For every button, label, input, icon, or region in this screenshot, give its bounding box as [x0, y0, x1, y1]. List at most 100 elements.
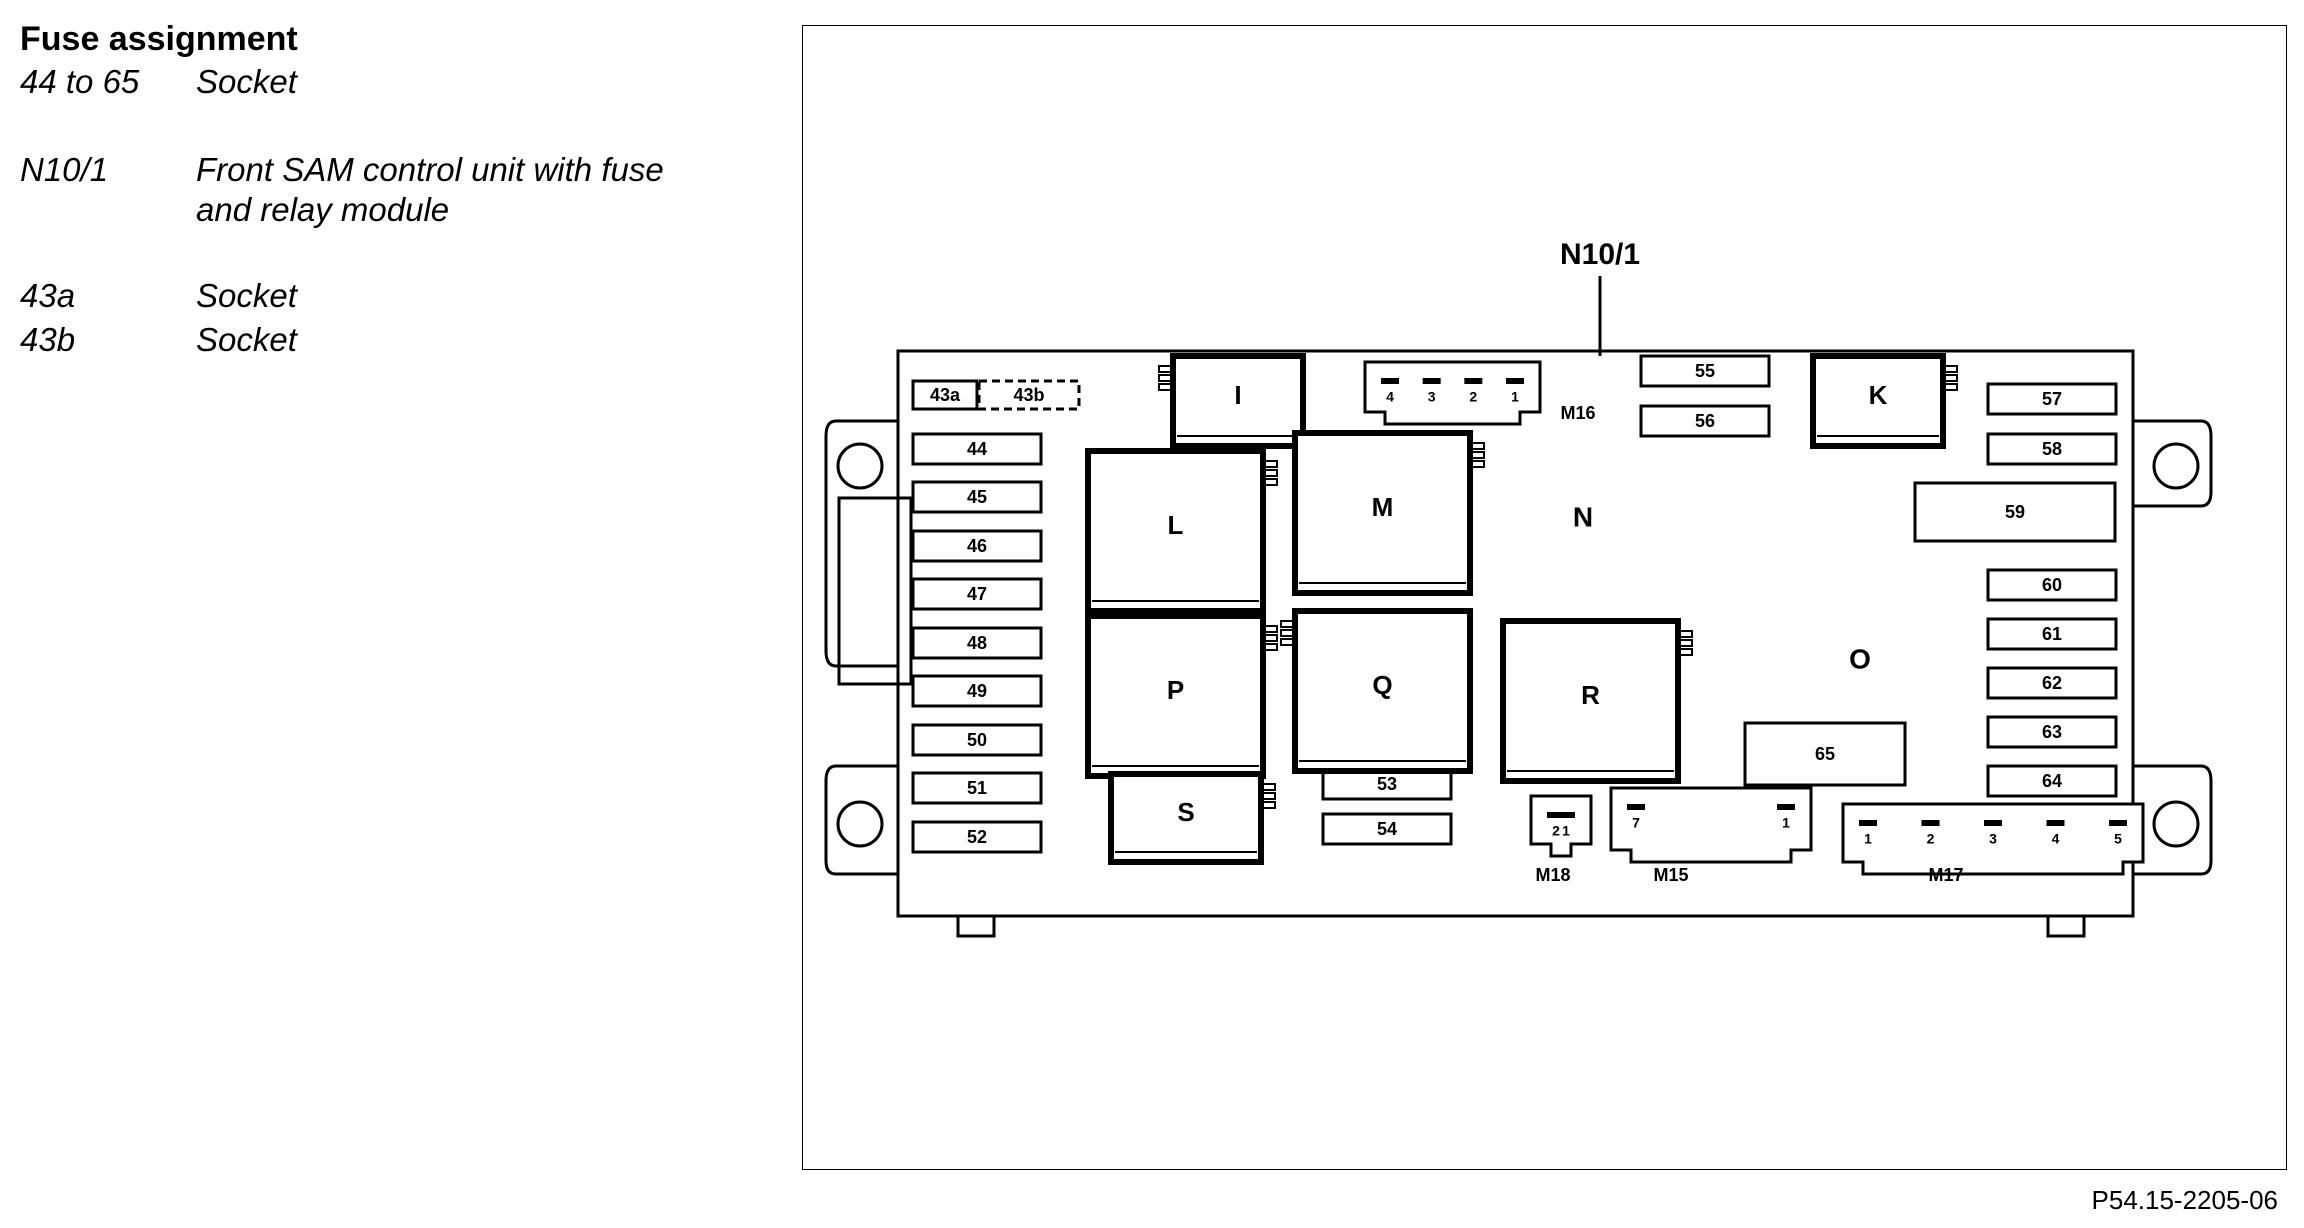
fuse-45: 45 [911, 480, 1043, 514]
legend-title: Fuse assignment [20, 20, 298, 58]
relay-pin [1264, 460, 1278, 468]
relay-pin [1264, 469, 1278, 477]
connector-pin [1464, 378, 1483, 384]
connector-pin-label: 5 [2114, 831, 2122, 847]
relay-label: K [1869, 380, 1888, 410]
fuse-43b: 43b [977, 379, 1081, 411]
fuse-outline [911, 674, 1043, 708]
connector-pin [1921, 820, 1940, 826]
relay-I: I [1158, 353, 1306, 449]
fuse-label: 60 [2042, 575, 2062, 595]
relay-pin [1158, 365, 1172, 373]
fuse-label: 43a [930, 385, 961, 405]
fuse-outline [1986, 666, 2118, 700]
legend-code: N10/1 [20, 151, 109, 188]
fuse-47: 47 [911, 577, 1043, 611]
connector-pin-label: 2 [1927, 831, 1935, 847]
relay-pin [1264, 478, 1278, 486]
fuse-outline [1743, 721, 1907, 787]
fuse-outline [1986, 715, 2118, 749]
fuse-outline [1986, 617, 2118, 651]
relay-pin [1264, 634, 1278, 642]
side-window [837, 496, 913, 686]
legend-code: 43b [20, 321, 76, 358]
unit-label: N10/1 [1560, 238, 1640, 271]
fuse-outline [1913, 481, 2117, 543]
connector-name: M18 [1535, 865, 1570, 885]
connector-pin-label: 4 [2052, 831, 2060, 847]
relay-pin [1280, 638, 1294, 646]
fuse-49: 49 [911, 674, 1043, 708]
relay-pin [1264, 643, 1278, 651]
fuse-label: 59 [2005, 502, 2025, 522]
relay-pin [1262, 801, 1276, 809]
connector-pin [1381, 378, 1399, 384]
fuse-62: 62 [1986, 666, 2118, 700]
fuse-46: 46 [911, 529, 1043, 563]
fuse-label: 47 [967, 584, 987, 604]
right-mounting-flange [2133, 419, 2213, 508]
fuse-outline [911, 379, 979, 411]
fuse-outline [977, 379, 1081, 411]
connector-pin-label: 2 [1469, 389, 1477, 405]
relay-pin [1158, 383, 1172, 391]
legend-desc: Socket [196, 321, 297, 358]
fuse-label: 64 [2042, 771, 2062, 791]
connector-pin [1859, 820, 1877, 826]
connector-pin-label: 2 [1552, 823, 1560, 839]
housing-foot [2046, 914, 2086, 938]
connector-pin-label: 1 [1864, 831, 1872, 847]
connector-pin [1422, 378, 1441, 384]
relay-L: L [1085, 448, 1278, 614]
connector-pin [1777, 804, 1795, 810]
relay-label: Q [1372, 670, 1392, 700]
fuse-55: 55 [1639, 354, 1771, 388]
fuse-60: 60 [1986, 568, 2118, 602]
connector-housing [1609, 786, 1813, 864]
relay-body [1500, 618, 1681, 784]
relay-pin [1944, 374, 1958, 382]
fuse-outline [1986, 432, 2118, 466]
zone-label-o: O [1849, 643, 1871, 674]
relay-body [1292, 430, 1473, 596]
fuse-label: 62 [2042, 673, 2062, 693]
fuse-57: 57 [1986, 382, 2118, 416]
relay-pin [1679, 639, 1693, 647]
relay-pin [1262, 792, 1276, 800]
connector-name: M17 [1928, 865, 1963, 885]
left-mounting-flange [824, 419, 898, 668]
fuse-outline [1321, 812, 1453, 846]
relay-label: R [1581, 680, 1600, 710]
relay-body [1170, 353, 1306, 449]
fuse-label: 53 [1377, 774, 1397, 794]
relay-body [1085, 448, 1266, 614]
connector-pin-label: 1 [1782, 815, 1790, 831]
fuse-outline [911, 626, 1043, 660]
left-mounting-flange [824, 764, 898, 876]
fuse-63: 63 [1986, 715, 2118, 749]
relay-pin [1471, 442, 1485, 450]
connector-name: M15 [1653, 865, 1688, 885]
fuse-outline [911, 771, 1043, 805]
legend-code: 43a [20, 277, 76, 314]
fuse-outline [911, 432, 1043, 466]
legend-desc: Socket [196, 63, 297, 100]
fuse-56: 56 [1639, 404, 1771, 438]
fuse-58: 58 [1986, 432, 2118, 466]
fuse-outline [911, 480, 1043, 514]
relay-pin [1264, 625, 1278, 633]
mounting-hole [836, 442, 884, 490]
zone-label-n: N [1573, 501, 1593, 532]
fuse-outline [1986, 568, 2118, 602]
connector-pin-label: 1 [1562, 823, 1570, 839]
relay-pin [1944, 383, 1958, 391]
connector-pin [2046, 820, 2065, 826]
relay-pin [1944, 365, 1958, 373]
connector-pin [1557, 812, 1575, 818]
fuse-54: 54 [1321, 812, 1453, 846]
